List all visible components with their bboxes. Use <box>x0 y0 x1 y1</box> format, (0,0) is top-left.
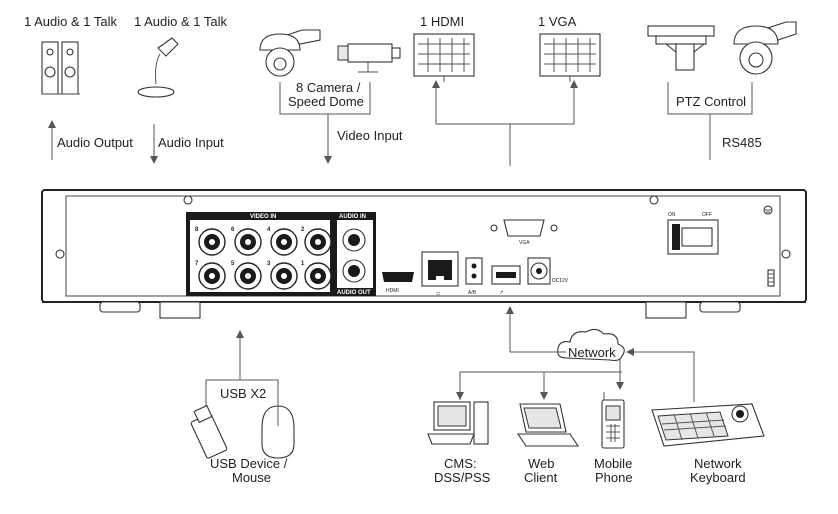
laptop-icon <box>516 403 580 447</box>
vent-slots <box>767 269 775 287</box>
cms-label: CMS: <box>444 456 477 471</box>
mobile-phone-icon <box>601 392 625 449</box>
audio-output-device-label: 1 Audio & 1 Talk <box>24 14 117 29</box>
hdmi-port: HDMI <box>382 272 414 294</box>
speaker-icon <box>41 41 80 95</box>
bnc-connector-pin <box>315 273 321 279</box>
audio-in-label: AUDIO IN <box>339 214 366 220</box>
camera-label: 8 Camera / <box>296 80 361 95</box>
network-keyboard-icon <box>651 403 765 447</box>
svg-text:⭧: ⭧ <box>500 290 503 296</box>
usb-port: ⭧ <box>491 265 521 296</box>
bnc-channel-number: 6 <box>231 227 235 233</box>
audio-input-device-label: 1 Audio & 1 Talk <box>134 14 227 29</box>
web-client-label-line2: Client <box>524 470 558 485</box>
microphone-icon <box>137 37 179 98</box>
svg-text:☷: ☷ <box>436 292 441 298</box>
bnc-connector-pin <box>209 239 215 245</box>
lan-port: ☷ <box>421 251 459 298</box>
usb-device-label-line2: Mouse <box>232 470 271 485</box>
hdmi-monitor-icon <box>413 33 475 82</box>
hdmi-port-label: HDMI <box>386 288 399 294</box>
vga-monitor-icon <box>539 33 601 82</box>
network-label: Network <box>568 345 616 360</box>
hdmi-monitor-label: 1 HDMI <box>420 14 464 29</box>
ptz-dome-camera-icon <box>733 21 797 75</box>
bnc-connector-pin <box>281 239 287 245</box>
rs485-terminal: A/B <box>465 257 483 296</box>
bnc-channel-number: 2 <box>301 227 305 233</box>
speed-dome-camera-icon <box>259 29 321 77</box>
network-keyboard-label: Network <box>694 456 742 471</box>
usb-device-label: USB Device / <box>210 456 288 471</box>
power-label: DC12V <box>552 278 569 284</box>
ptz-camera-icon <box>647 25 715 71</box>
video-input-label: Video Input <box>337 128 403 143</box>
bnc-channel-number: 8 <box>195 227 199 233</box>
bnc-connector-pin <box>315 239 321 245</box>
ab-port-label: A/B <box>468 290 477 296</box>
mobile-phone-label: Mobile <box>594 456 632 471</box>
computer-icon <box>427 401 489 445</box>
rs485-label: RS485 <box>722 135 762 150</box>
audio-output-label: Audio Output <box>57 135 133 150</box>
ground-icon <box>763 205 773 215</box>
usb-label: USB X2 <box>220 386 266 401</box>
switch-on-label: ON <box>668 212 676 218</box>
bnc-channel-number: 7 <box>195 261 199 267</box>
web-client-label: Web <box>528 456 555 471</box>
audio-input-label: Audio Input <box>158 135 224 150</box>
box-camera-icon <box>337 43 401 73</box>
audio-out-label: AUDIO OUT <box>337 290 371 296</box>
ptz-control-label: PTZ Control <box>676 94 746 109</box>
bnc-connector-pin <box>245 239 251 245</box>
bnc-channel-number: 4 <box>267 227 271 233</box>
bnc-connector-pin <box>281 273 287 279</box>
bnc-connector-pin <box>209 273 215 279</box>
power-switch: ON OFF <box>667 212 719 255</box>
cms-label-line2: DSS/PSS <box>434 470 491 485</box>
vga-port-label: VGA <box>519 240 530 246</box>
vga-port: VGA <box>490 219 558 246</box>
power-jack: DC12V <box>527 257 569 285</box>
usb-stick-icon <box>190 404 228 459</box>
bnc-connector-pin <box>245 273 251 279</box>
camera-label-line2: Speed Dome <box>288 94 364 109</box>
bnc-channel-number: 1 <box>301 261 305 267</box>
audio-block: AUDIO IN AUDIO OUT <box>334 212 376 296</box>
bnc-channel-number: 5 <box>231 261 235 267</box>
network-keyboard-label-line2: Keyboard <box>690 470 746 485</box>
vga-monitor-label: 1 VGA <box>538 14 577 29</box>
mouse-icon <box>261 405 295 459</box>
bnc-channel-number: 3 <box>267 261 271 267</box>
switch-off-label: OFF <box>702 212 712 218</box>
mobile-phone-label-line2: Phone <box>595 470 633 485</box>
network-cloud-icon <box>557 328 625 362</box>
bnc-connectors: 8 6 4 2 7 5 3 1 <box>195 227 332 290</box>
video-in-label: VIDEO IN <box>250 214 276 220</box>
